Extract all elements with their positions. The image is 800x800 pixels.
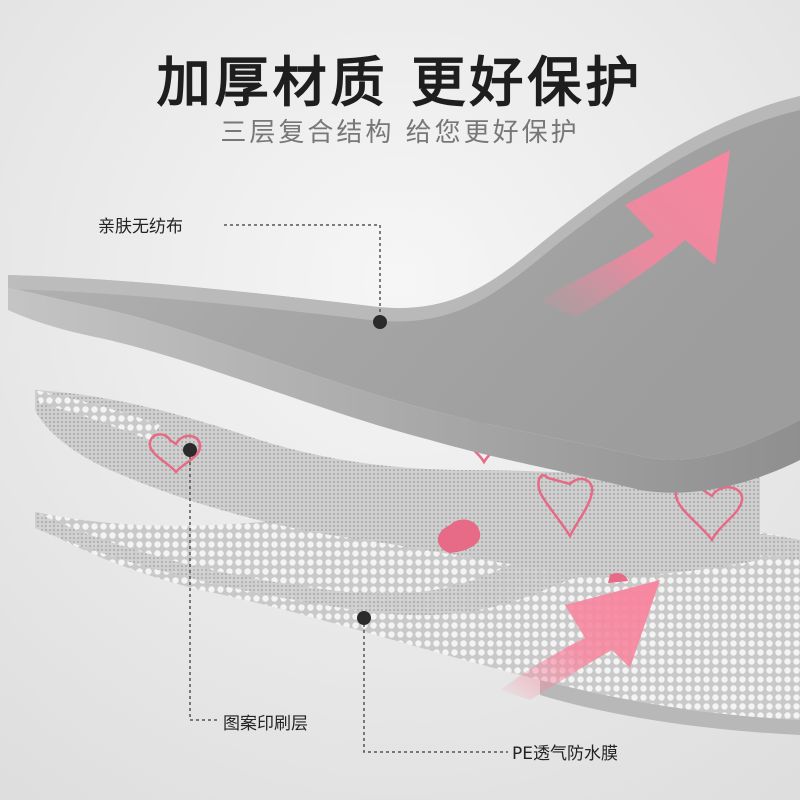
arrow-up-icon: [540, 150, 730, 318]
dot-marker-icon: [357, 611, 371, 625]
nonwoven-layer: [8, 96, 800, 493]
dot-marker-icon: [183, 443, 197, 457]
layer-label-print: 图案印刷层: [223, 714, 308, 734]
dot-marker-icon: [373, 315, 387, 329]
leader-lines: [189, 224, 508, 753]
page-subtitle: 三层复合结构 给您更好保护: [220, 118, 580, 148]
print-layer: [35, 390, 760, 583]
layer-label-nonwoven: 亲肤无纺布: [98, 217, 183, 237]
arrow-up-icon: [500, 580, 660, 700]
page-title: 加厚材质 更好保护: [156, 51, 644, 114]
heart-icon: [537, 474, 594, 539]
heart-icon: [148, 433, 202, 475]
heart-icon: [437, 519, 481, 553]
layer-label-pe-film: PE透气防水膜: [512, 744, 618, 764]
